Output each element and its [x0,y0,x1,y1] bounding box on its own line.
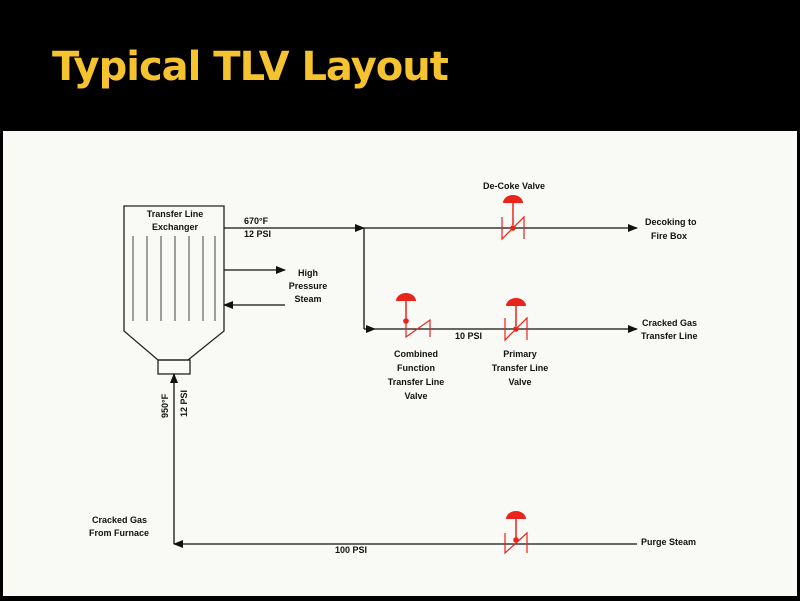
furnace-label-2: From Furnace [89,528,149,538]
slide-title: Typical TLV Layout [52,44,449,90]
exchanger-label-1: Transfer Line [147,209,204,219]
primary-label-2: Transfer Line [492,363,549,373]
combined-valve-icon [396,293,431,339]
combined-label-1: Combined [394,349,438,359]
cracked-gas-tl-label-2: Transfer Line [641,331,698,341]
outlet-press: 12 PSI [244,229,271,239]
decoke-valve-label: De-Coke Valve [483,181,545,191]
inlet-temp: 950°F [160,393,170,418]
hps-label-1: High [298,268,318,278]
primary-label-3: Valve [508,377,531,387]
decoke-valve-icon [501,195,525,241]
exchanger-label-2: Exchanger [152,222,199,232]
purge-valve-icon [504,511,528,555]
primary-valve-icon [504,298,528,342]
hps-label-2: Pressure [289,281,328,291]
transfer-line-exchanger [123,205,225,375]
furnace-label-1: Cracked Gas [92,515,147,525]
cracked-gas-tl-label-1: Cracked Gas [642,318,697,328]
combined-label-2: Function [397,363,435,373]
combined-label-4: Valve [404,391,427,401]
decoking-label-1: Decoking to [645,217,697,227]
diagram-panel: Transfer Line Exchanger 670°F 12 PSI Hig… [3,131,797,596]
purge-steam-label: Purge Steam [641,537,696,547]
outlet-temp: 670°F [244,216,269,226]
combined-label-3: Transfer Line [388,377,445,387]
primary-label-1: Primary [503,349,537,359]
hps-label-3: Steam [294,294,321,304]
tlv-diagram: Transfer Line Exchanger 670°F 12 PSI Hig… [89,181,698,555]
bottom-press: 100 PSI [335,545,367,555]
inlet-press: 12 PSI [179,390,189,417]
mid-press: 10 PSI [455,331,482,341]
decoking-label-2: Fire Box [651,231,687,241]
